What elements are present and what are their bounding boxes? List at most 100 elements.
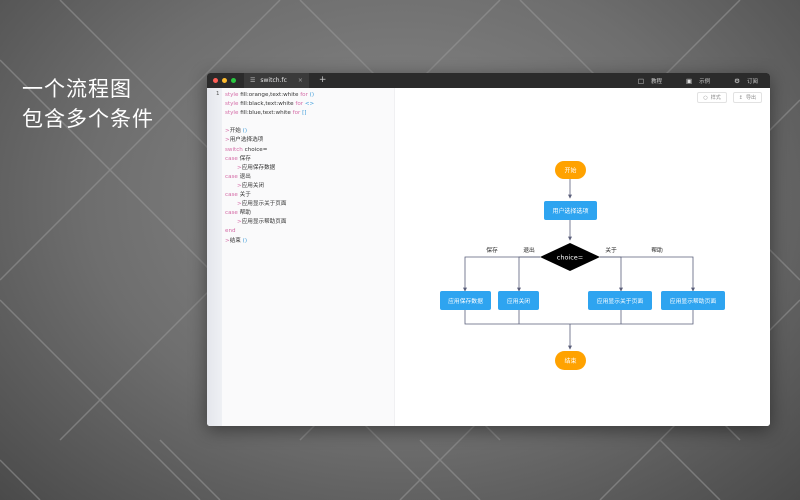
action-label-2: 应用关闭 [507, 297, 530, 305]
code-arrow: > [237, 201, 242, 208]
branch-label-3: 关于 [605, 246, 617, 254]
code-line: switch choice= [225, 146, 314, 155]
code-brace: () [242, 237, 248, 244]
export-label: 导出 [745, 95, 756, 101]
edge-branch-1 [463, 256, 540, 292]
tutorial-button[interactable]: □ 教程 [638, 77, 662, 85]
indent [225, 219, 237, 225]
action-box-2 [498, 291, 539, 310]
toolbar: □ 教程 ▣ 示例 ⚙ 订阅 [638, 77, 758, 85]
start-label: 开始 [564, 167, 576, 175]
end-label: 结束 [564, 357, 576, 365]
code-content[interactable]: style fill:orange,text:white for ()style… [225, 91, 314, 246]
close-tab-icon[interactable]: × [297, 77, 303, 84]
code-arrow: > [237, 219, 242, 226]
action-node-3[interactable]: 应用显示关于页面 [588, 291, 652, 310]
code-line: >用户选择选项 [225, 136, 314, 145]
code-line: style fill:orange,text:white for () [225, 91, 314, 100]
code-line: style fill:blue,text:white for [] [225, 109, 314, 118]
decision-diamond [540, 243, 600, 271]
code-text: 应用显示关于页面 [241, 201, 287, 208]
tab-switch-fc[interactable]: ☰ switch.fc × [244, 73, 309, 88]
code-text: 退出 [237, 173, 251, 180]
action-label-1: 应用保存数据 [448, 297, 483, 305]
flow-edges [463, 179, 695, 350]
export-button[interactable]: ↥ 导出 [732, 92, 762, 103]
edge-branch-4 [600, 256, 695, 292]
minimize-window-button[interactable] [222, 78, 227, 83]
title-bar: ☰ switch.fc × + □ 教程 ▣ 示例 ⚙ 订阅 [207, 73, 770, 88]
process-node[interactable]: 用户选择选项 [544, 201, 597, 220]
start-terminal [555, 161, 586, 179]
diagram-canvas[interactable]: ○ 样式 ↥ 导出 [395, 88, 770, 426]
subscribe-label: 订阅 [746, 78, 758, 85]
code-text: 保存 [237, 155, 251, 162]
action-node-4[interactable]: 应用显示帮助页面 [661, 291, 725, 310]
subscribe-button[interactable]: ⚙ 订阅 [734, 77, 758, 85]
edge-branch-3 [600, 256, 623, 292]
process-label: 用户选择选项 [552, 207, 588, 215]
branch-label-2: 退出 [523, 246, 535, 254]
code-line: >应用显示关于页面 [225, 200, 314, 209]
start-node[interactable]: 开始 [555, 161, 586, 179]
code-line: >结束 () [225, 237, 314, 246]
style-icon: ○ [703, 94, 708, 101]
zoom-window-button[interactable] [231, 78, 236, 83]
code-arrow: > [225, 137, 230, 144]
add-tab-button[interactable]: + [318, 75, 327, 85]
code-editor[interactable]: 1 style fill:orange,text:white for ()sty… [207, 88, 395, 426]
code-keyword: for [295, 101, 304, 108]
canvas-tools: ○ 样式 ↥ 导出 [697, 92, 762, 103]
code-line: end [225, 227, 314, 236]
tab-label: switch.fc [260, 77, 287, 84]
branch-label-4: 帮助 [651, 246, 663, 254]
action-label-4: 应用显示帮助页面 [670, 297, 717, 305]
code-text: 应用保存数据 [241, 164, 276, 171]
code-line: >应用显示帮助页面 [225, 218, 314, 227]
code-brace: () [307, 92, 315, 98]
file-code-icon: ☰ [250, 77, 256, 84]
decision-label: choice= [557, 254, 584, 262]
headline: 一个流程图 包含多个条件 [22, 74, 154, 134]
code-arrow: > [225, 237, 230, 244]
code-line: >应用关闭 [225, 182, 314, 191]
code-keyword: case [225, 155, 238, 162]
line-number: 1 [216, 91, 220, 97]
example-icon: ▣ [685, 76, 693, 85]
code-text: 结束 [229, 237, 243, 244]
code-line: >开始 () [225, 127, 314, 136]
book-icon: □ [637, 76, 644, 85]
edge-merge [464, 310, 694, 325]
code-keyword: switch [225, 146, 243, 153]
code-keyword: style [225, 110, 239, 117]
action-node-1[interactable]: 应用保存数据 [440, 291, 491, 310]
branch-label-1: 保存 [486, 246, 498, 254]
code-keyword: case [225, 173, 238, 180]
process-box [544, 201, 597, 220]
code-line: case 退出 [225, 173, 314, 182]
code-text: fill:black,text:white [238, 101, 296, 108]
code-line: case 关于 [225, 191, 314, 200]
code-text: 应用关闭 [241, 182, 265, 189]
window-controls [213, 78, 236, 83]
code-text: fill:orange,text:white [238, 92, 301, 98]
code-text: 开始 [229, 128, 243, 135]
action-node-2[interactable]: 应用关闭 [498, 291, 539, 310]
end-node[interactable]: 结束 [555, 351, 586, 370]
action-box-1 [440, 291, 491, 310]
close-window-button[interactable] [213, 78, 218, 83]
code-arrow: > [237, 182, 242, 189]
examples-button[interactable]: ▣ 示例 [686, 77, 710, 85]
style-label: 样式 [710, 95, 721, 101]
style-button[interactable]: ○ 样式 [697, 92, 727, 103]
examples-label: 示例 [699, 78, 711, 85]
action-label-3: 应用显示关于页面 [597, 297, 644, 305]
tutorial-label: 教程 [650, 78, 662, 85]
code-brace: <> [303, 101, 315, 108]
decision-node[interactable]: choice= [540, 243, 600, 271]
code-arrow: > [225, 128, 230, 135]
code-keyword: style [225, 101, 239, 108]
code-text: 帮助 [237, 210, 251, 217]
code-line: case 保存 [225, 155, 314, 164]
code-brace: () [242, 128, 248, 135]
